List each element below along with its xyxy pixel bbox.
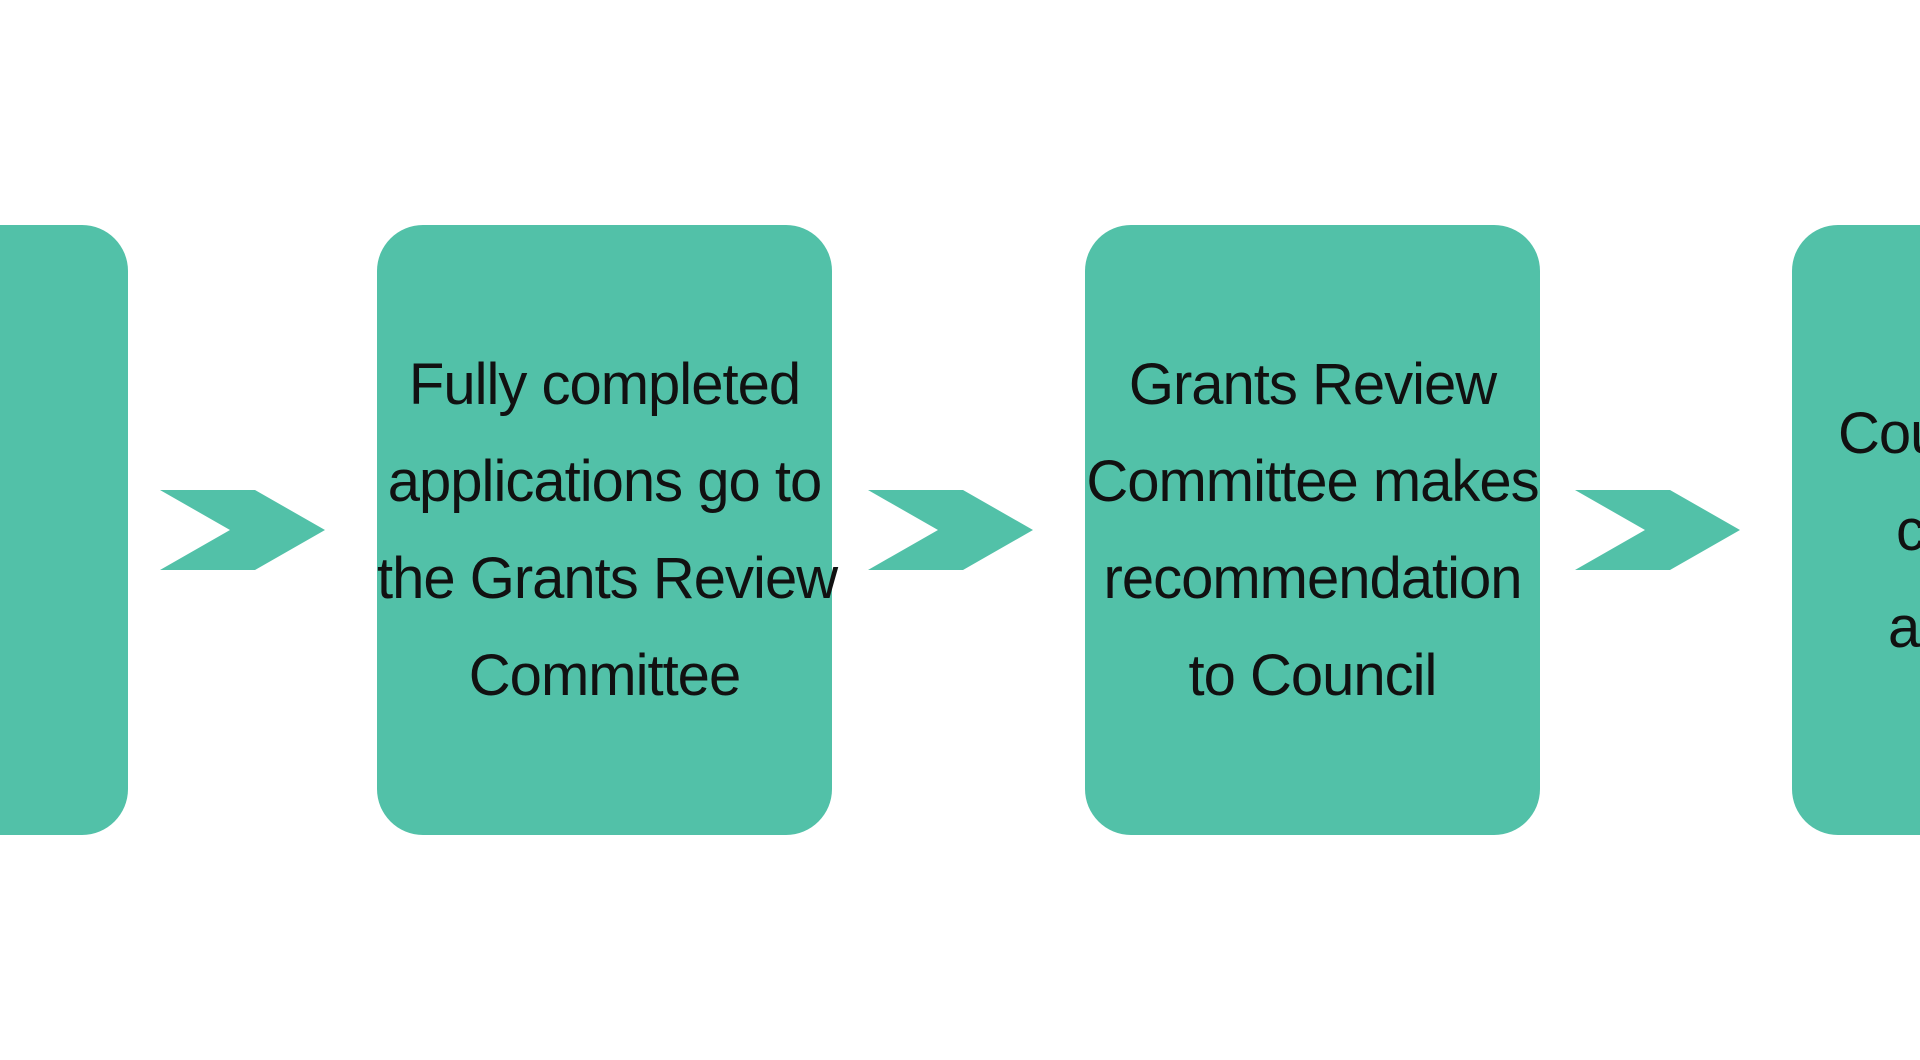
step-box-3-text: Grants Review Committee makes recommenda…	[1085, 336, 1540, 724]
step-box-3-line: Grants Review	[1128, 352, 1497, 417]
step-box-4-line: c	[1838, 482, 1920, 579]
step-box-2-line: the Grants Review	[377, 546, 838, 611]
step-box-1-line: er	[0, 477, 128, 574]
step-box-1-line: tions	[0, 380, 128, 477]
step-box-4-line: ap	[1888, 594, 1920, 660]
step-box-2-line: Committee	[468, 643, 741, 708]
step-box-3-line: Committee makes	[1086, 449, 1539, 514]
chevron-right-icon	[868, 490, 1033, 570]
step-box-2: Fully completed applications go to the G…	[377, 225, 838, 835]
step-box-4: Cou c ap	[1792, 225, 1920, 835]
step-box-1-text: o / tions er d ates	[0, 283, 128, 768]
step-box-3-line: recommendation	[1103, 546, 1523, 611]
step-box-2-line: applications go to	[387, 449, 822, 514]
step-box-1-line: o /	[0, 283, 128, 380]
step-box-4-text: Cou c ap	[1792, 385, 1920, 676]
step-box-2-text: Fully completed applications go to the G…	[377, 336, 838, 724]
step-box-1: o / tions er d ates	[0, 225, 128, 835]
step-box-3: Grants Review Committee makes recommenda…	[1085, 225, 1540, 835]
step-box-3-line: to Council	[1188, 643, 1438, 708]
step-box-1-line: d	[0, 574, 128, 671]
step-box-4-line: Cou	[1838, 400, 1920, 466]
step-box-2-line: Fully completed	[408, 352, 801, 417]
chevron-right-icon	[160, 490, 325, 570]
step-box-1-line: ates	[0, 671, 128, 768]
chevron-right-icon	[1575, 490, 1740, 570]
